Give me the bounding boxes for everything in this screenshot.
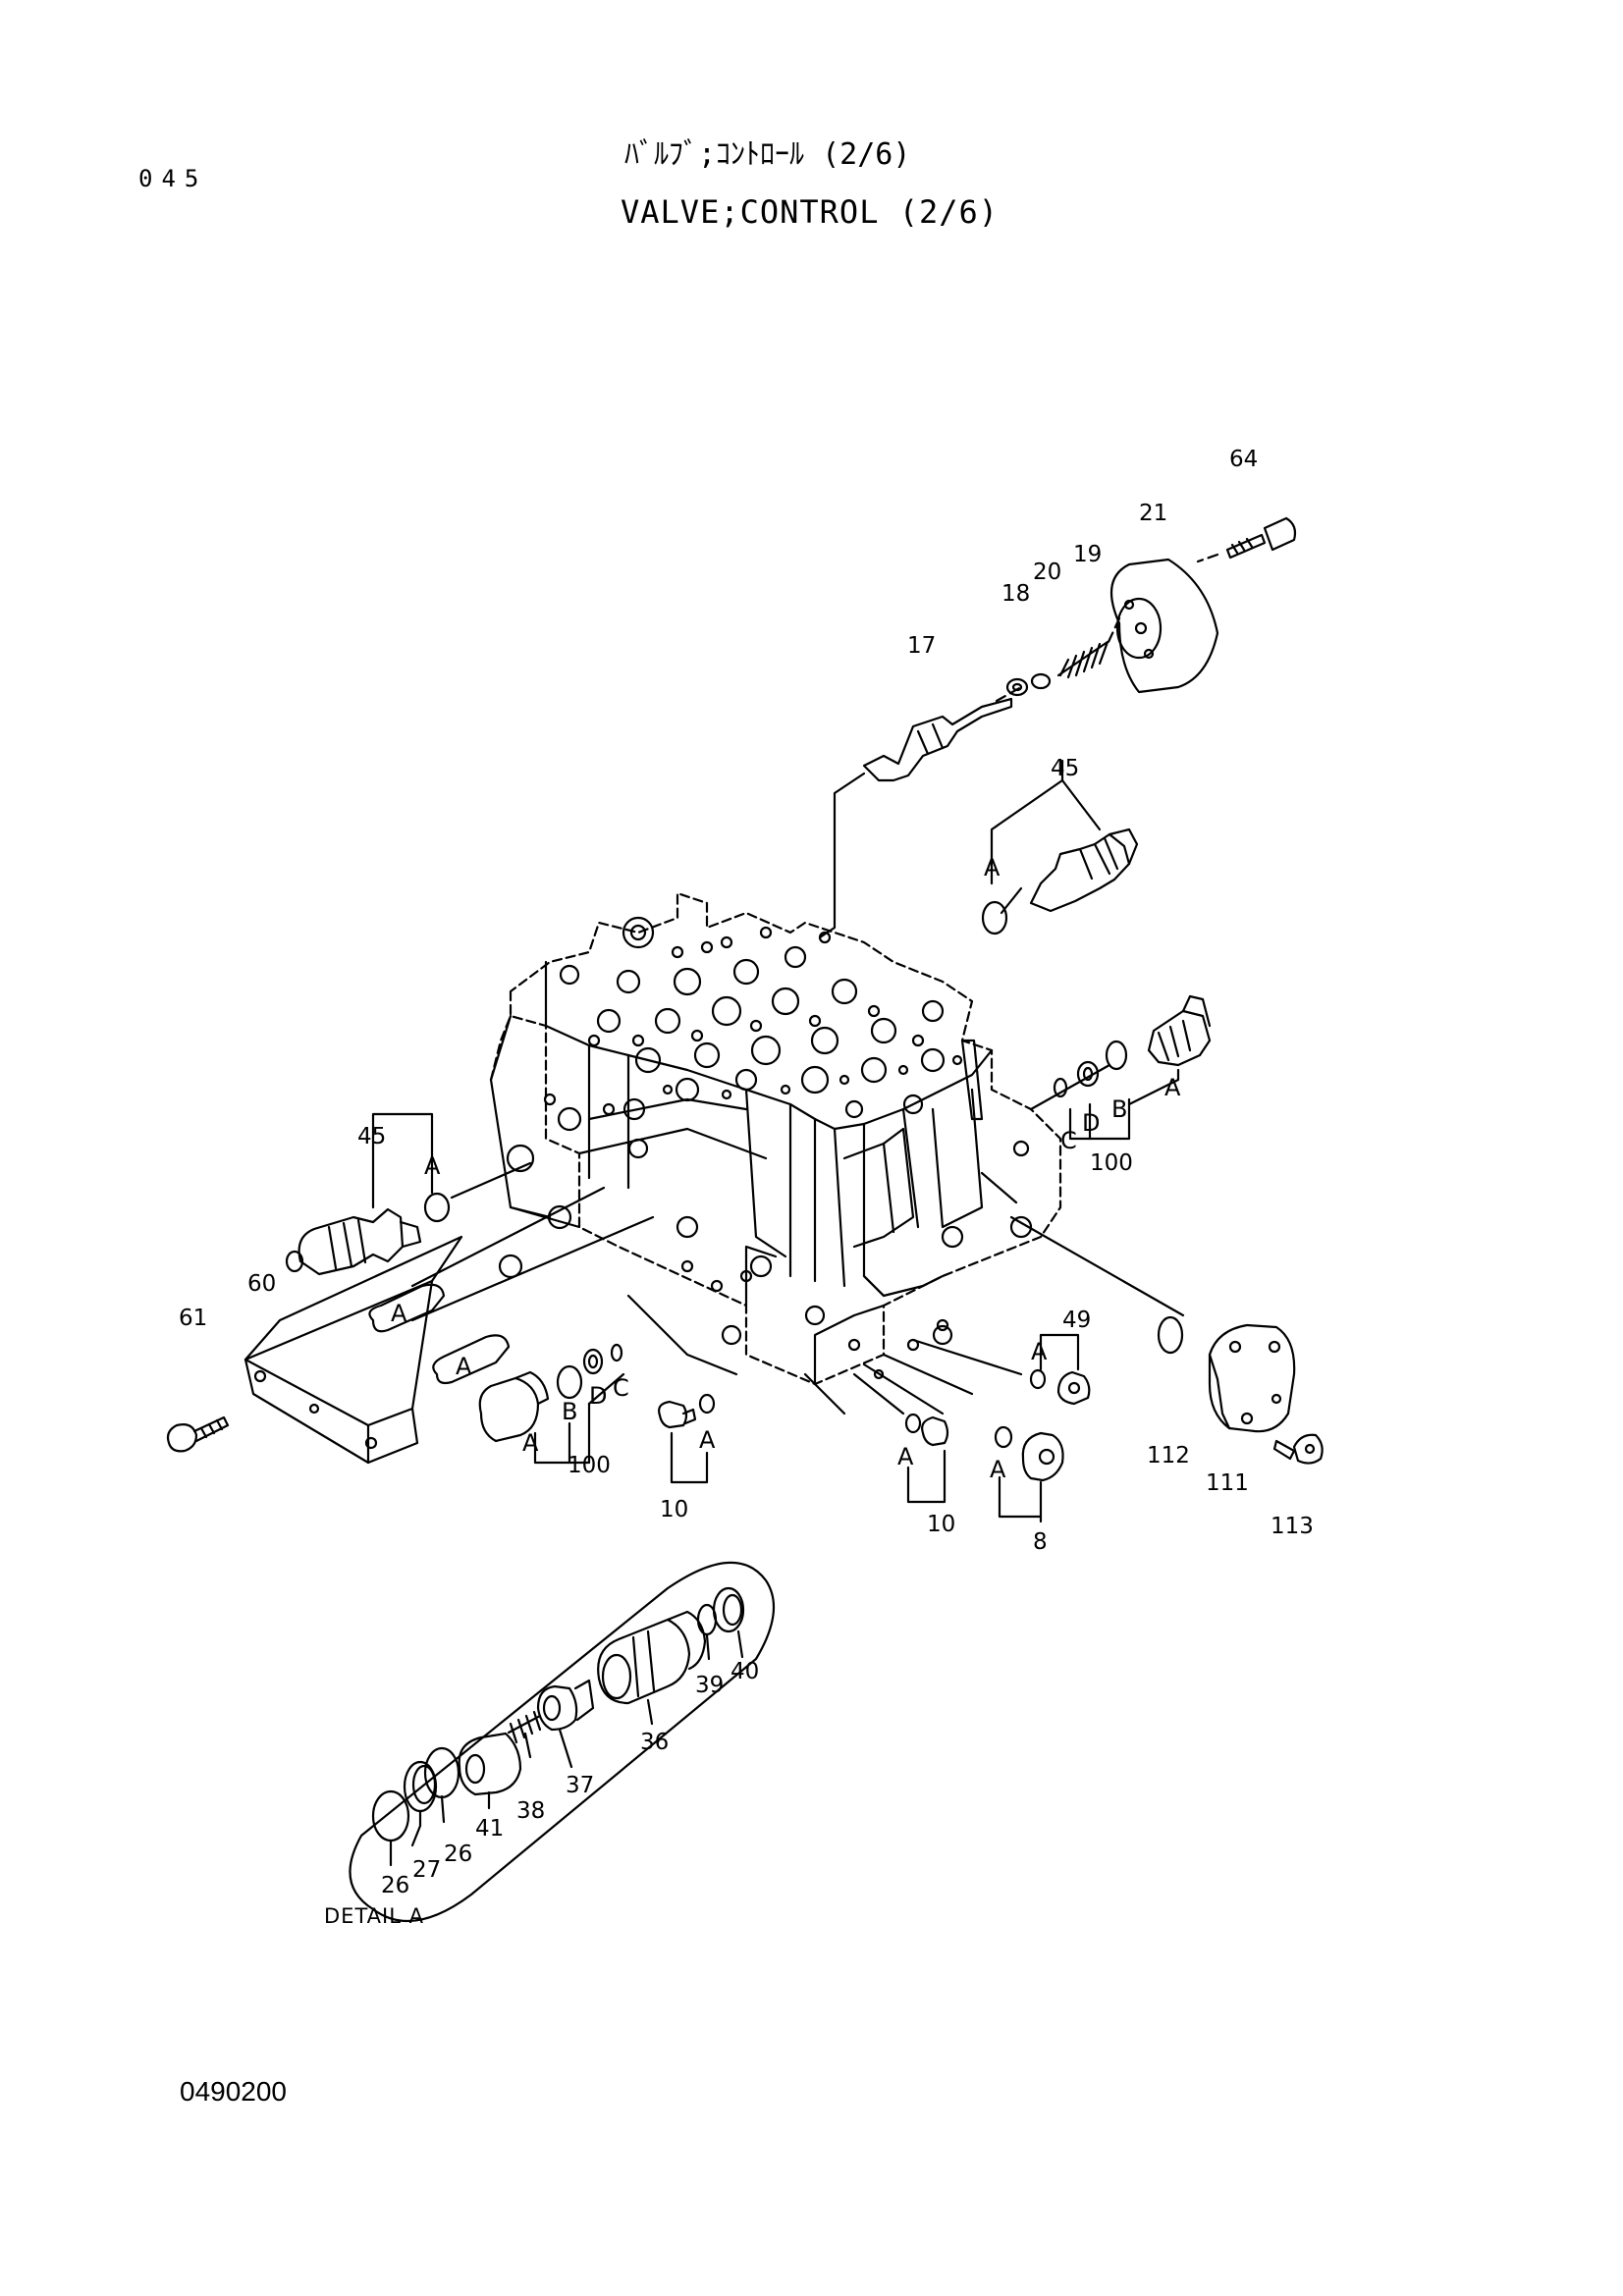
callout-21: 21 bbox=[1139, 501, 1167, 526]
page-number: 045 bbox=[138, 165, 208, 192]
bracket-60 bbox=[243, 1235, 511, 1465]
letter-a: A bbox=[456, 1353, 472, 1380]
callout-26-outer: 26 bbox=[381, 1873, 409, 1898]
body-ports bbox=[498, 916, 1033, 1380]
callout-111: 111 bbox=[1206, 1470, 1249, 1496]
bolt-61 bbox=[166, 1415, 230, 1453]
callout-64: 64 bbox=[1229, 447, 1258, 472]
bolt-113 bbox=[1272, 1433, 1324, 1465]
valve-body bbox=[489, 891, 1062, 1386]
callout-19: 19 bbox=[1073, 542, 1102, 567]
callout-8: 8 bbox=[1033, 1529, 1048, 1555]
callout-labels: 64 21 19 20 18 17 45 45 100 100 49 61 60… bbox=[179, 447, 1314, 1898]
drawing-code: 0490200 bbox=[180, 2076, 288, 2107]
letter-a: A bbox=[1164, 1074, 1181, 1101]
callout-10-left: 10 bbox=[660, 1497, 688, 1522]
callout-17: 17 bbox=[907, 633, 936, 659]
letter-c: C bbox=[1060, 1127, 1077, 1154]
letter-c: C bbox=[613, 1374, 629, 1402]
callout-26-inner: 26 bbox=[444, 1842, 472, 1867]
letter-a: A bbox=[990, 1456, 1006, 1483]
callout-39: 39 bbox=[695, 1673, 724, 1698]
callout-10-right: 10 bbox=[927, 1512, 955, 1537]
letter-a: A bbox=[984, 854, 1001, 881]
letter-a: A bbox=[897, 1443, 914, 1470]
title-japanese: ﾊﾞﾙﾌﾞ;ｺﾝﾄﾛｰﾙ (2/6) bbox=[624, 137, 911, 172]
letter-b: B bbox=[562, 1398, 577, 1425]
callout-100-left: 100 bbox=[568, 1453, 611, 1478]
callout-112: 112 bbox=[1147, 1443, 1190, 1468]
callout-45-left: 45 bbox=[357, 1124, 386, 1149]
plug-10-right bbox=[904, 1413, 949, 1504]
callout-61: 61 bbox=[179, 1306, 207, 1331]
spool-assembly bbox=[818, 516, 1297, 939]
letter-d: D bbox=[1082, 1109, 1100, 1137]
callout-45-upper: 45 bbox=[1051, 756, 1079, 781]
plug-assembly-left bbox=[478, 1343, 625, 1465]
detail-a-view bbox=[349, 1561, 776, 1923]
callout-38: 38 bbox=[516, 1798, 545, 1824]
letter-b: B bbox=[1111, 1095, 1127, 1123]
cover-111 bbox=[980, 1171, 1296, 1433]
detail-a-label: DETAIL A bbox=[324, 1904, 424, 1928]
letter-a: A bbox=[1031, 1338, 1048, 1365]
callout-41: 41 bbox=[475, 1816, 504, 1842]
callout-100-right: 100 bbox=[1090, 1150, 1133, 1176]
plug-8 bbox=[994, 1425, 1064, 1523]
letter-a: A bbox=[424, 1152, 441, 1180]
callout-60: 60 bbox=[247, 1271, 276, 1297]
letter-labels: A A C D B A A B D C A A A A A A bbox=[391, 854, 1181, 1483]
callout-20: 20 bbox=[1033, 560, 1061, 585]
callout-18: 18 bbox=[1001, 581, 1030, 607]
letter-a: A bbox=[522, 1429, 539, 1457]
relief-valve-45-upper bbox=[981, 759, 1139, 935]
letter-d: D bbox=[589, 1382, 607, 1410]
plug-49 bbox=[1029, 1333, 1091, 1406]
letter-a: A bbox=[699, 1426, 716, 1454]
letter-a: A bbox=[391, 1300, 407, 1327]
callout-36: 36 bbox=[640, 1730, 669, 1755]
plug-10-left bbox=[658, 1393, 716, 1484]
callout-49: 49 bbox=[1062, 1308, 1091, 1333]
callout-27: 27 bbox=[412, 1857, 441, 1883]
plug-assembly-right bbox=[1029, 994, 1212, 1141]
title-english: VALVE;CONTROL (2/6) bbox=[621, 193, 1000, 231]
callout-40: 40 bbox=[730, 1659, 759, 1684]
callout-37: 37 bbox=[566, 1773, 594, 1798]
relief-valve-45-left bbox=[285, 1112, 655, 1322]
callout-113: 113 bbox=[1271, 1514, 1314, 1539]
